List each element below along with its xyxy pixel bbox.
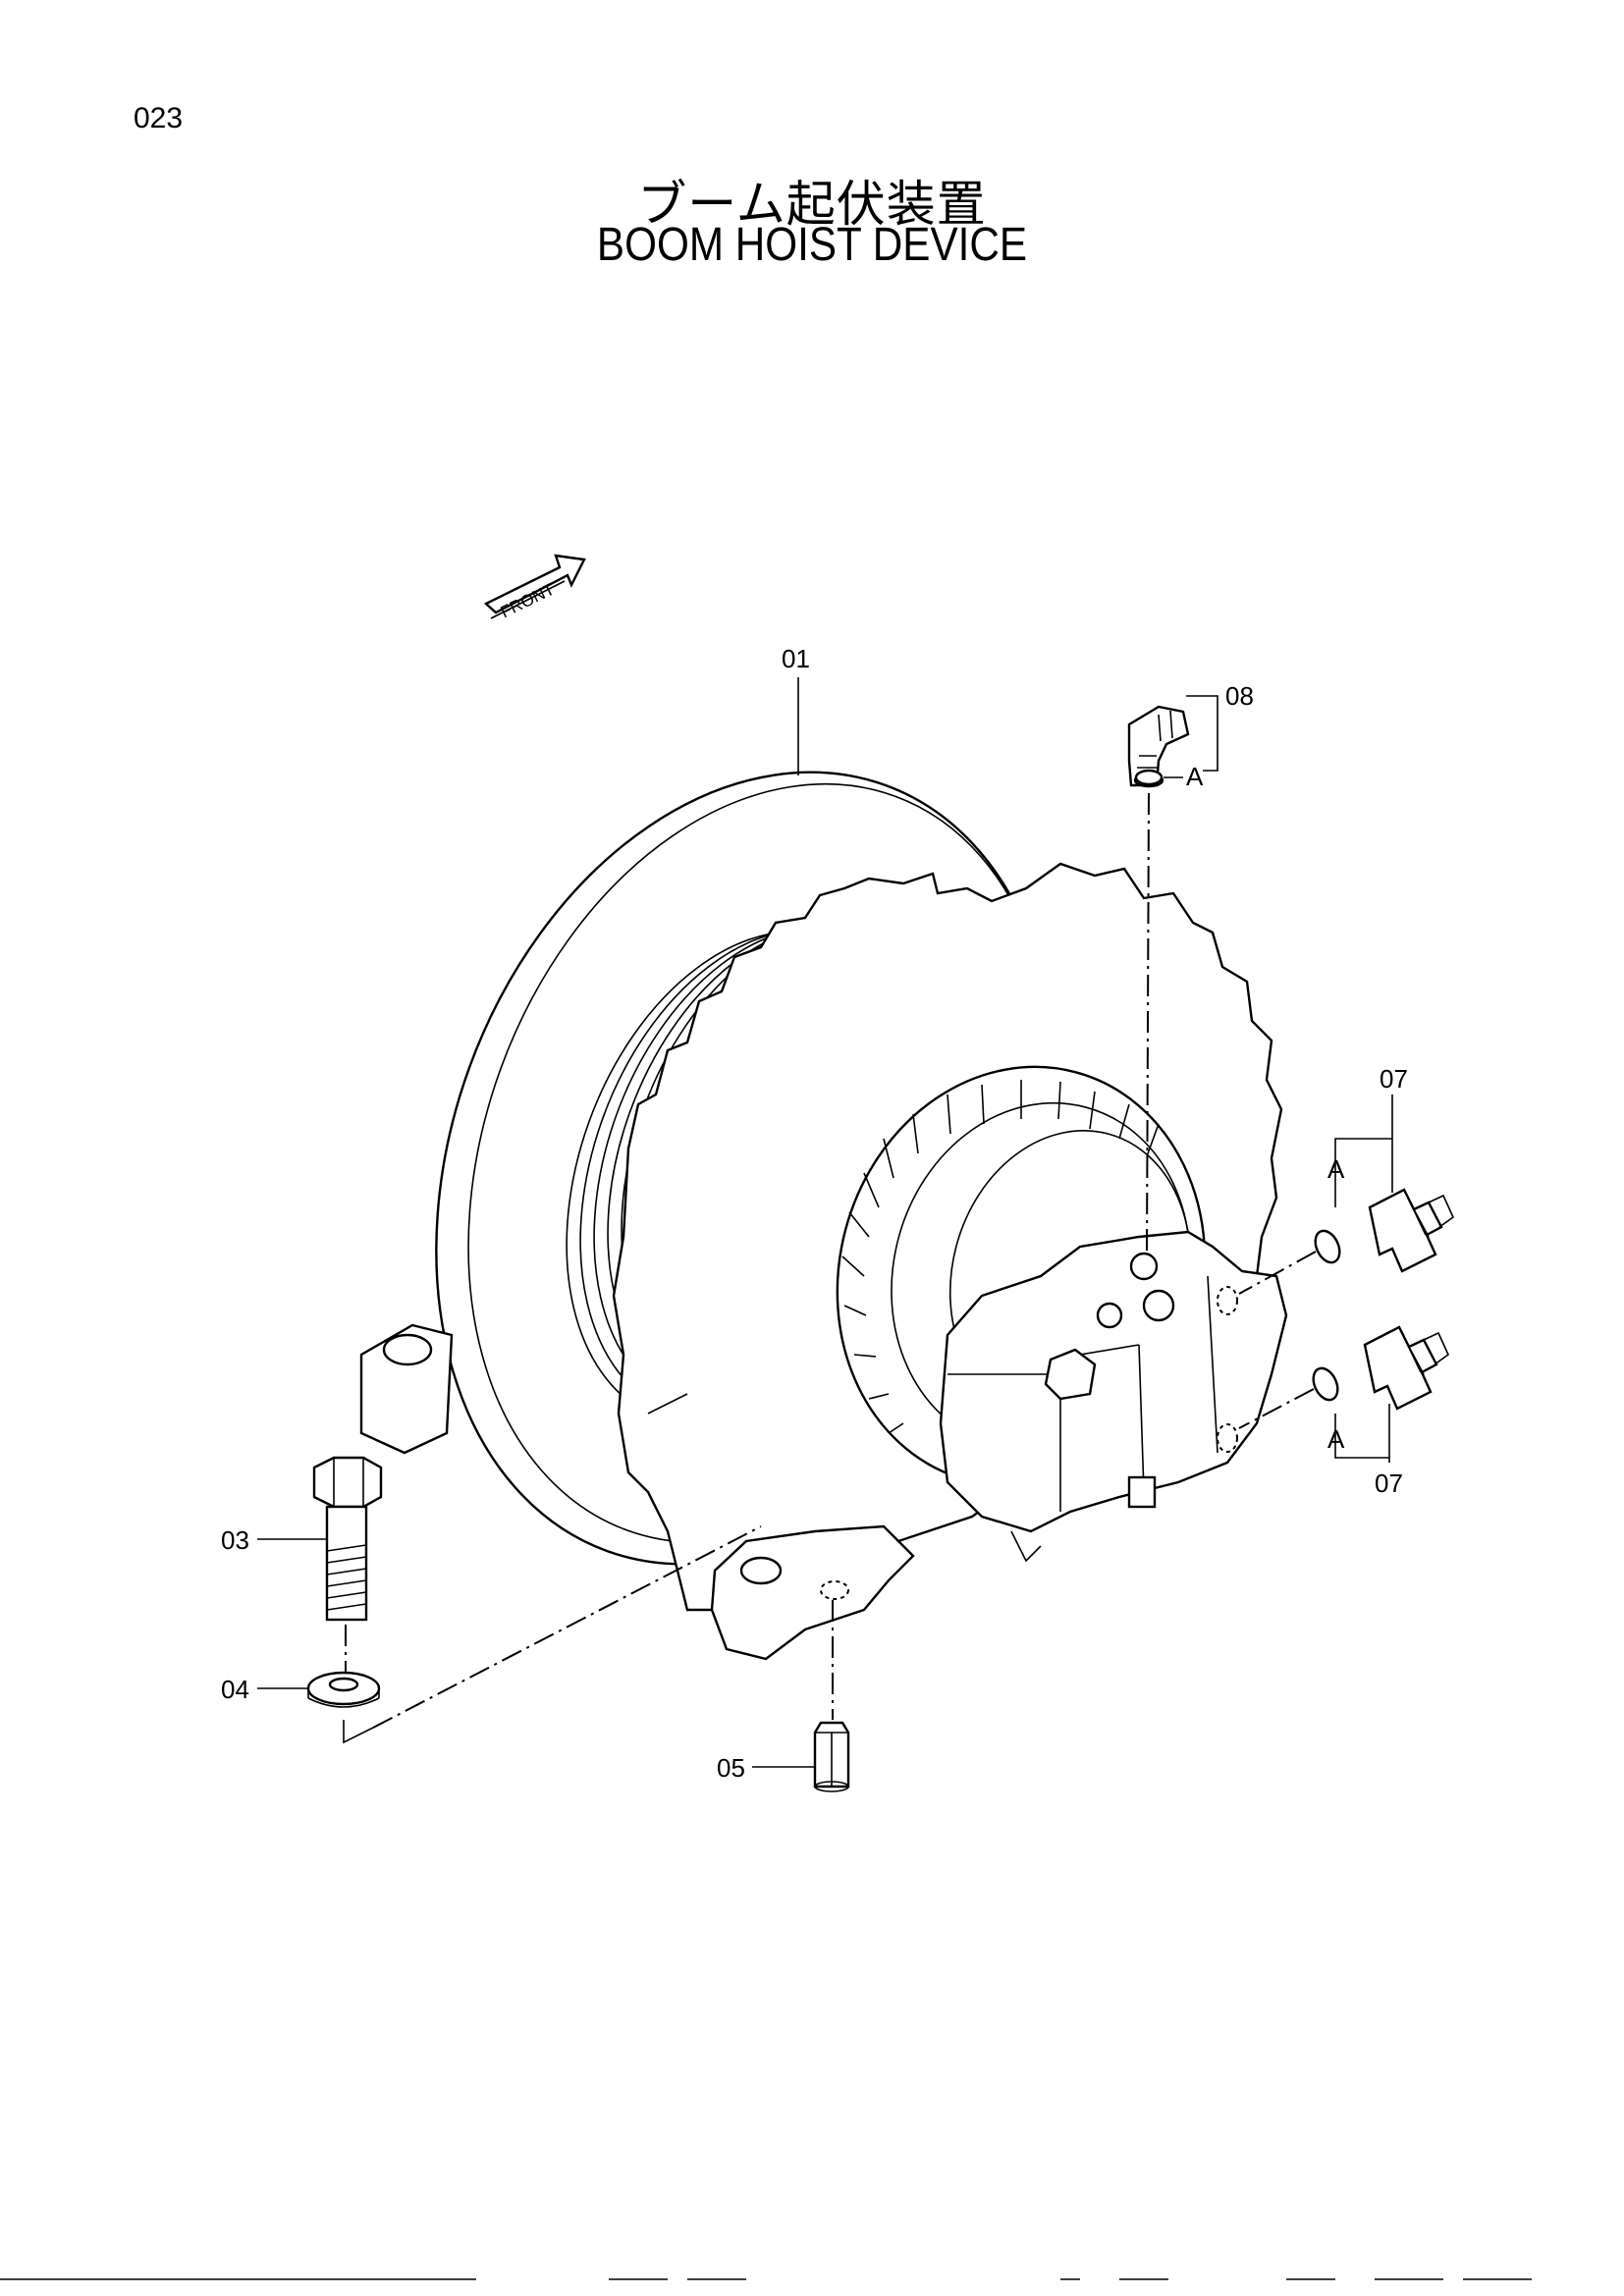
title-english: BOOM HOIST DEVICE xyxy=(596,219,1028,271)
leader-07-upper xyxy=(1334,1095,1393,1207)
bolt-mount-dash xyxy=(372,1525,762,1729)
callout-04: 04 xyxy=(221,1675,249,1704)
callout-08: 08 xyxy=(1225,681,1254,711)
pin-icon xyxy=(813,1721,850,1792)
title-japanese: ブーム起伏装置 xyxy=(637,176,987,233)
mounting-foot xyxy=(710,1524,915,1661)
leader-08 xyxy=(1164,695,1218,778)
leader-07-lower xyxy=(1334,1404,1390,1463)
connector-07-lower-icon xyxy=(1312,1325,1450,1411)
callout-07-upper: 07 xyxy=(1380,1064,1408,1094)
port-marker-lower xyxy=(1217,1423,1238,1453)
valve-block xyxy=(939,1230,1288,1563)
washer-icon xyxy=(306,1671,381,1708)
o-ring-08 xyxy=(1134,769,1164,786)
ref-a-08: A xyxy=(1186,762,1204,791)
leader-08-dash xyxy=(1146,792,1150,1257)
ref-a-07-lower: A xyxy=(1327,1424,1345,1454)
bolt-icon xyxy=(312,1456,383,1622)
front-label: FRONT xyxy=(498,580,558,622)
callout-07-lower: 07 xyxy=(1375,1468,1403,1498)
port-marker-upper xyxy=(1217,1286,1238,1315)
left-bracket xyxy=(359,1323,454,1455)
leader-07-upper-dash xyxy=(1238,1251,1317,1295)
front-arrow-icon: FRONT xyxy=(483,554,586,622)
callout-05: 05 xyxy=(717,1753,745,1783)
callout-01: 01 xyxy=(782,644,810,673)
leader-04-bracket xyxy=(343,1720,374,1744)
connector-07-upper-icon xyxy=(1314,1188,1455,1273)
leader-07-lower-dash xyxy=(1238,1388,1315,1429)
page-number: 023 xyxy=(134,102,184,134)
ref-a-07-upper: A xyxy=(1327,1154,1345,1184)
callout-03: 03 xyxy=(221,1525,249,1555)
